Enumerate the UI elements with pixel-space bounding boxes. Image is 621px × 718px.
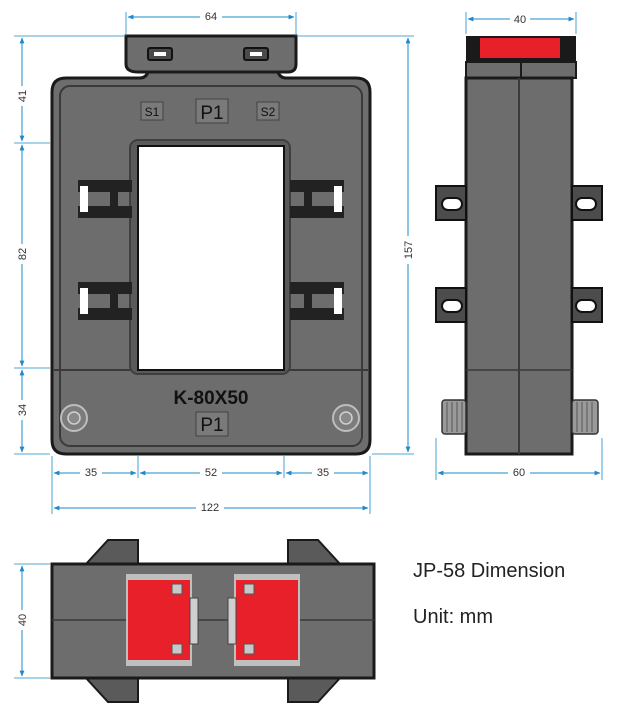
dim-side-top-width: 40	[514, 14, 526, 26]
dim-top-tab-width: 64	[205, 11, 217, 23]
window-opening	[137, 145, 285, 371]
side-clip-left-lower	[435, 287, 467, 323]
side-clip-right-lower	[571, 287, 603, 323]
bracket-left-lower	[78, 282, 132, 320]
side-red-label	[480, 38, 560, 58]
dim-bottom-view-height: 40	[17, 614, 29, 626]
terminal-label-p1-top: P1	[200, 103, 223, 124]
front-view: S1 P1 S2 K-80X50 P1	[50, 34, 372, 456]
bottom-terminal-left	[126, 574, 199, 666]
bracket-right-lower	[290, 282, 344, 320]
bracket-left-upper	[78, 180, 132, 218]
top-mounting-tab	[124, 34, 298, 74]
terminal-label-s2: S2	[261, 105, 276, 119]
drawing-title: JP-58 Dimension	[413, 560, 566, 582]
dim-window-height: 82	[17, 248, 29, 260]
side-clip-right-upper	[571, 185, 603, 221]
model-label: K-80X50	[174, 388, 249, 409]
knob-left	[441, 399, 467, 435]
side-view	[435, 36, 603, 456]
dim-bottom-height: 34	[17, 404, 29, 416]
bottom-body	[50, 562, 376, 680]
bottom-view	[50, 539, 376, 703]
bottom-wing-right-bottom	[287, 677, 343, 703]
terminal-label-s1: S1	[145, 105, 160, 119]
dim-right-margin: 35	[317, 467, 329, 479]
dim-window-width: 52	[205, 467, 217, 479]
dim-top-height: 41	[17, 90, 29, 102]
unit-label: Unit: mm	[413, 606, 493, 628]
dim-left-margin: 35	[85, 467, 97, 479]
terminal-label-p1-bottom: P1	[200, 415, 223, 436]
knob-right	[571, 399, 599, 435]
side-clip-left-upper	[435, 185, 467, 221]
bottom-wing-left-bottom	[83, 677, 139, 703]
dim-overall-height: 157	[403, 241, 415, 259]
screw-hole-right	[332, 404, 360, 432]
bracket-right-upper	[290, 180, 344, 218]
dim-side-bottom-width: 60	[513, 467, 525, 479]
bottom-wing-right-top	[287, 539, 343, 565]
dimension-annotations: 64 35 52 35 122 41 82 34	[14, 10, 603, 679]
bottom-wing-left-top	[83, 539, 139, 565]
dim-overall-width: 122	[201, 502, 219, 514]
bottom-terminal-right	[227, 574, 300, 666]
screw-hole-left	[60, 404, 88, 432]
